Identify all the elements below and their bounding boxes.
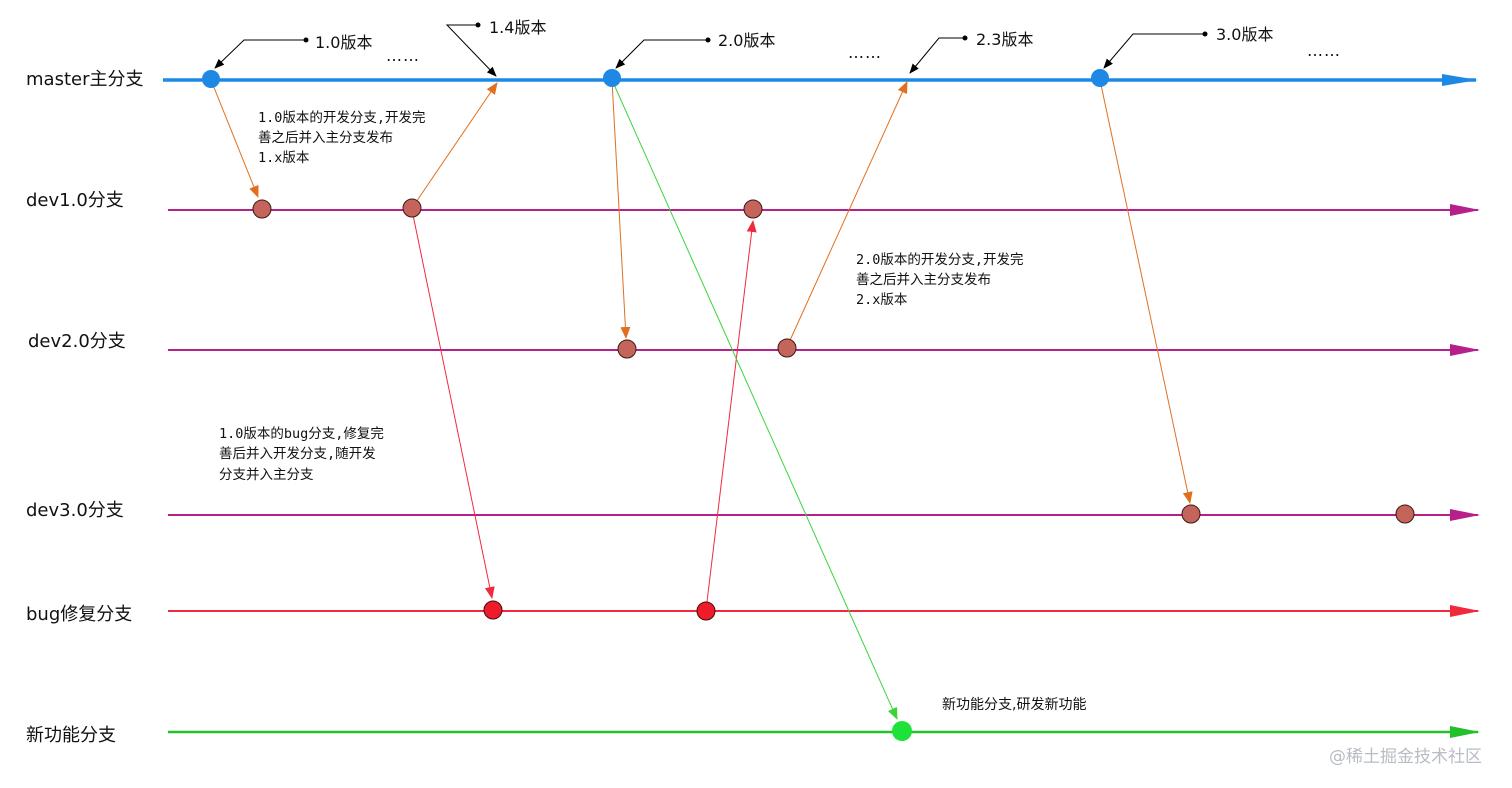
version-label-3-0: 3.0版本: [1216, 25, 1273, 44]
note-dev2-line-1: 2.0版本的开发分支,开发完: [856, 252, 1024, 268]
feature-commit-1: [892, 721, 912, 741]
version-label-2-3: 2.3版本: [976, 30, 1033, 49]
callout-v20: [615, 37, 711, 69]
master-branch-label: master主分支: [26, 69, 143, 90]
master-commit-3-0: [1091, 69, 1109, 87]
dev3-branch-label: dev3.0分支: [26, 500, 124, 521]
arrow-master-to-dev3: [1099, 79, 1193, 504]
dev1-commit-2: [402, 198, 422, 218]
master-commit-2-0: [603, 69, 621, 87]
note-dev1: 1.0版本的开发分支,开发完 善之后并入主分支发布 1.x版本: [258, 110, 426, 166]
bug-commit-2: [696, 601, 716, 621]
dev2-commit-1: [617, 339, 637, 359]
callout-v30: [1103, 31, 1208, 69]
note-bug: 1.0版本的bug分支,修复完 善后并入开发分支,随开发 分支并入主分支: [219, 425, 384, 483]
bug-commit-1: [483, 600, 503, 620]
callout-v10: [214, 37, 309, 69]
note-dev1-line-3: 1.x版本: [258, 150, 310, 166]
note-dev2: 2.0版本的开发分支,开发完 善之后并入主分支发布 2.x版本: [856, 252, 1024, 308]
callout-v23: [909, 35, 968, 74]
arrow-master-to-feature: [611, 79, 898, 720]
arrow-dev1-to-bug: [411, 209, 495, 599]
dev3-commit-1: [1181, 504, 1201, 524]
ellipsis-2: ……: [848, 43, 882, 62]
dev3-commit-2: [1395, 504, 1415, 524]
note-bug-line-3: 分支并入主分支: [219, 467, 314, 483]
bug-branch-label: bug修复分支: [26, 604, 132, 625]
version-label-1-4: 1.4版本: [489, 18, 546, 37]
note-dev1-line-2: 善之后并入主分支发布: [258, 130, 393, 146]
arrow-master-to-dev2: [611, 79, 631, 339]
dev2-branch-label: dev2.0分支: [28, 331, 126, 352]
note-bug-line-2: 善后并入开发分支,随开发: [219, 446, 376, 462]
version-label-2-0: 2.0版本: [718, 31, 775, 50]
dev1-branch-label: dev1.0分支: [26, 190, 124, 211]
version-label-1-0: 1.0版本: [315, 33, 372, 52]
arrow-dev2-to-master: [786, 81, 908, 348]
note-dev2-line-2: 善之后并入主分支发布: [856, 272, 991, 288]
ellipsis-1: ……: [386, 46, 420, 65]
master-commit-1-0: [202, 70, 220, 88]
ellipsis-3: ……: [1307, 41, 1341, 60]
arrow-bug-to-dev1: [705, 220, 757, 611]
feature-branch-label: 新功能分支: [26, 725, 116, 746]
watermark: @稀土掘金技术社区: [1329, 747, 1482, 767]
callout-v14: [445, 22, 497, 77]
arrow-master-to-dev1: [210, 79, 259, 198]
note-dev2-line-3: 2.x版本: [856, 292, 908, 308]
note-feature: 新功能分支,研发新功能: [942, 697, 1086, 713]
note-dev1-line-1: 1.0版本的开发分支,开发完: [258, 110, 426, 126]
dev1-commit-3: [743, 199, 763, 219]
arrow-dev1-to-master: [411, 82, 498, 209]
note-bug-line-1: 1.0版本的bug分支,修复完: [219, 425, 384, 442]
dev2-commit-2: [777, 338, 797, 358]
dev1-commit-1: [252, 199, 272, 219]
